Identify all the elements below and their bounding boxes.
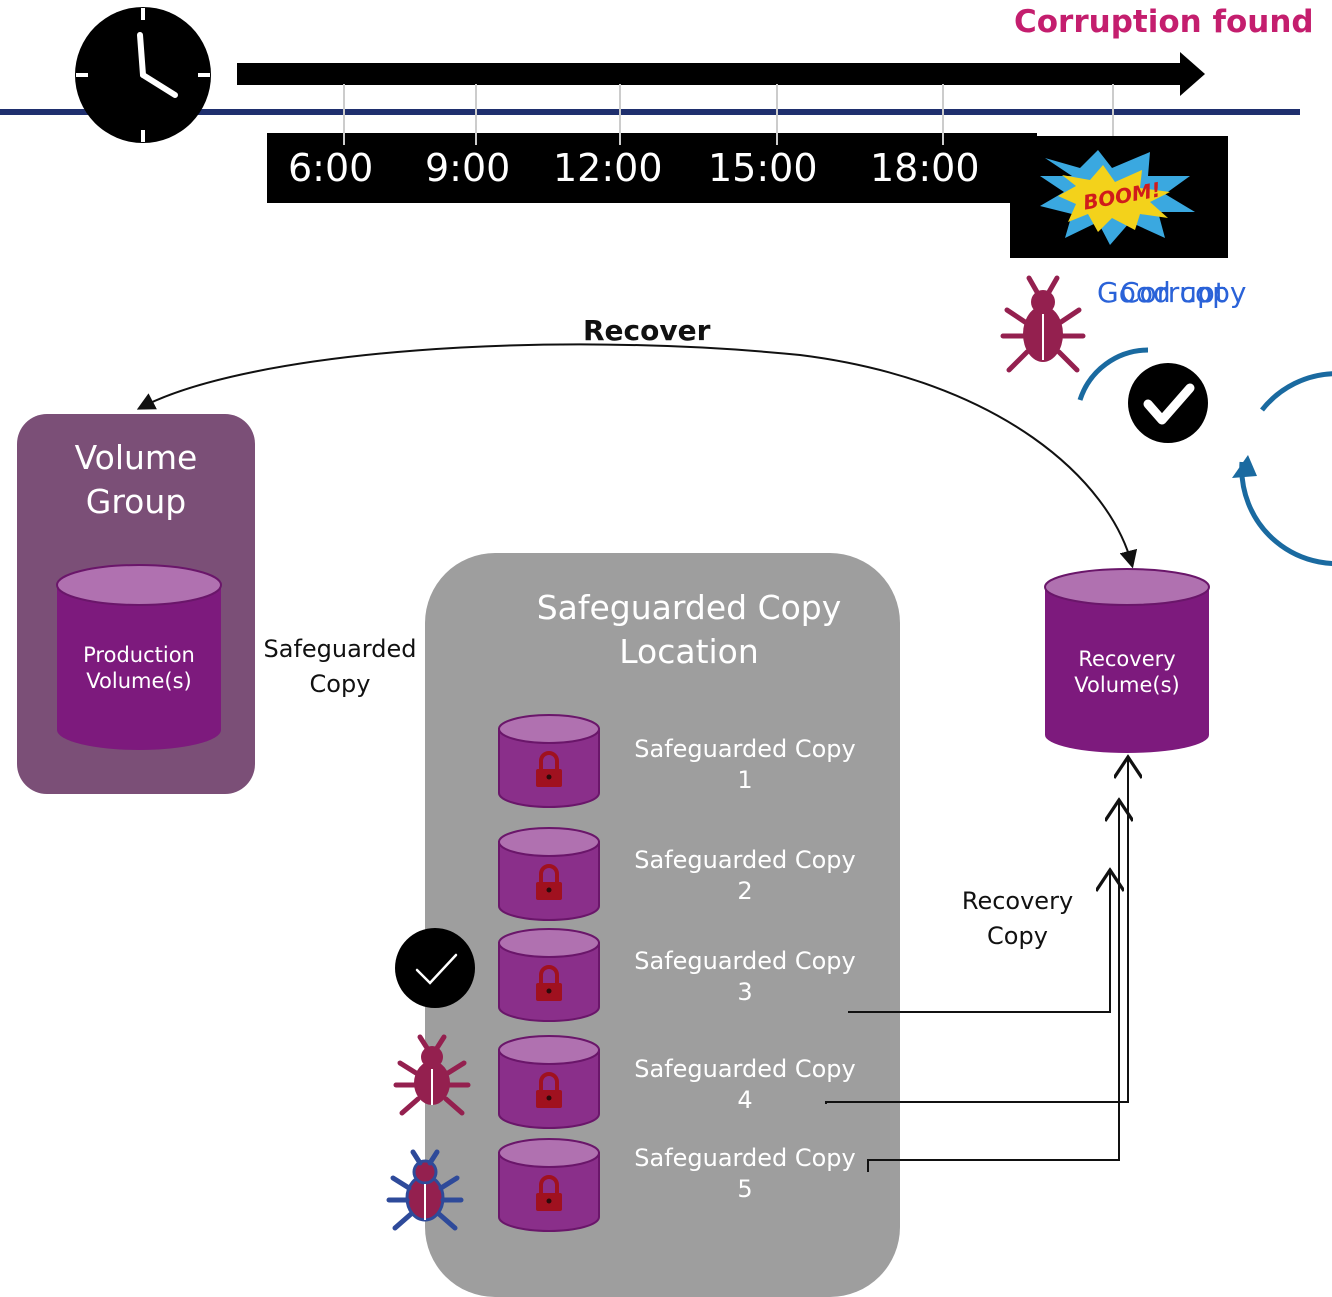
timeline-arrow — [237, 52, 1205, 96]
timeline-tick-lines — [343, 84, 1114, 145]
timeline-tick: 9:00 — [425, 146, 511, 190]
recovery-volume-line2: Volume(s) — [1074, 673, 1180, 697]
volume-group-title-line1: Volume — [74, 438, 198, 477]
volume-group-title: Volume Group — [17, 436, 255, 524]
sc-copy-label-4: Safeguarded Copy 4 — [615, 1054, 875, 1116]
lock-icon — [536, 1175, 562, 1211]
lock-icon — [536, 965, 562, 1001]
sc-copy-label-3: Safeguarded Copy 3 — [615, 946, 875, 1008]
sc-copy-label-5: Safeguarded Copy 5 — [615, 1143, 875, 1205]
corruption-found-label: Corruption found — [1014, 4, 1314, 40]
bug-icon-copy-5 — [386, 1149, 464, 1231]
production-volume-line1: Production — [83, 643, 195, 667]
sc-location-title: Safeguarded Copy Location — [425, 586, 953, 674]
check-circle-icon — [1128, 363, 1208, 443]
recovery-copy-connectors — [825, 757, 1128, 1172]
sc-copy-title: Safeguarded Copy — [634, 846, 856, 874]
recover-label: Recover — [583, 314, 711, 347]
sc-copy-title: Safeguarded Copy — [634, 1055, 856, 1083]
production-volume-cylinder — [56, 564, 222, 750]
sc-copy-title: Safeguarded Copy — [634, 947, 856, 975]
boom-icon — [1010, 136, 1228, 258]
lock-icon — [536, 751, 562, 787]
timeline-tick: 12:00 — [553, 146, 663, 190]
bug-icon-copy-4 — [393, 1034, 471, 1116]
timeline-bar — [267, 133, 1037, 203]
status-text-corrupt: Corrupt — [1120, 276, 1226, 309]
production-volume-line2: Volume(s) — [86, 669, 192, 693]
recovery-copy-line2: Copy — [987, 922, 1048, 950]
lock-icon — [536, 1072, 562, 1108]
sc-copy-number: 4 — [737, 1086, 753, 1114]
sc-copy-number: 2 — [737, 877, 753, 905]
sc-cylinder-4 — [498, 1035, 600, 1129]
production-volume-label: Production Volume(s) — [57, 642, 221, 694]
sc-copy-label-2: Safeguarded Copy 2 — [615, 845, 875, 907]
timeline-tick: 15:00 — [708, 146, 818, 190]
sc-location-title-line1: Safeguarded Copy — [536, 588, 842, 627]
sc-cylinder-3 — [498, 928, 600, 1022]
lock-icon — [536, 864, 562, 900]
sc-copy-title: Safeguarded Copy — [634, 1144, 856, 1172]
sc-cylinder-5 — [498, 1138, 600, 1232]
safeguarded-copy-label: Safeguarded Copy — [255, 632, 425, 702]
safeguarded-copy-line1: Safeguarded — [263, 635, 417, 663]
recovery-volume-label: Recovery Volume(s) — [1045, 646, 1209, 698]
sc-cylinder-1 — [498, 714, 600, 808]
volume-group-title-line2: Group — [85, 482, 187, 521]
sc-copy-number: 3 — [737, 978, 753, 1006]
timeline-tick: 18:00 — [870, 146, 980, 190]
sc-cylinders — [498, 714, 600, 1232]
safeguarded-copy-line2: Copy — [309, 670, 371, 698]
good-copy-check-icon — [395, 928, 475, 1008]
recover-arrow — [136, 343, 1138, 569]
sc-copy-title: Safeguarded Copy — [634, 735, 856, 763]
sc-copy-number: 5 — [737, 1175, 753, 1203]
sc-copy-number: 1 — [737, 766, 753, 794]
timeline-tick: 6:00 — [288, 146, 374, 190]
sc-location-title-line2: Location — [619, 632, 759, 671]
recovery-volume-line1: Recovery — [1078, 647, 1176, 671]
sc-cylinder-2 — [498, 827, 600, 921]
clock-icon — [75, 7, 211, 143]
status-text-good-copy: Good copy — [1097, 276, 1247, 309]
recovery-copy-label: Recovery Copy — [945, 884, 1090, 954]
bug-icon-corrupt — [1000, 275, 1086, 373]
sc-copy-label-1: Safeguarded Copy 1 — [615, 734, 875, 796]
recovery-copy-line1: Recovery — [961, 887, 1074, 915]
recovery-volume-cylinder — [1044, 568, 1210, 753]
refresh-cycle-icon — [1077, 347, 1332, 566]
